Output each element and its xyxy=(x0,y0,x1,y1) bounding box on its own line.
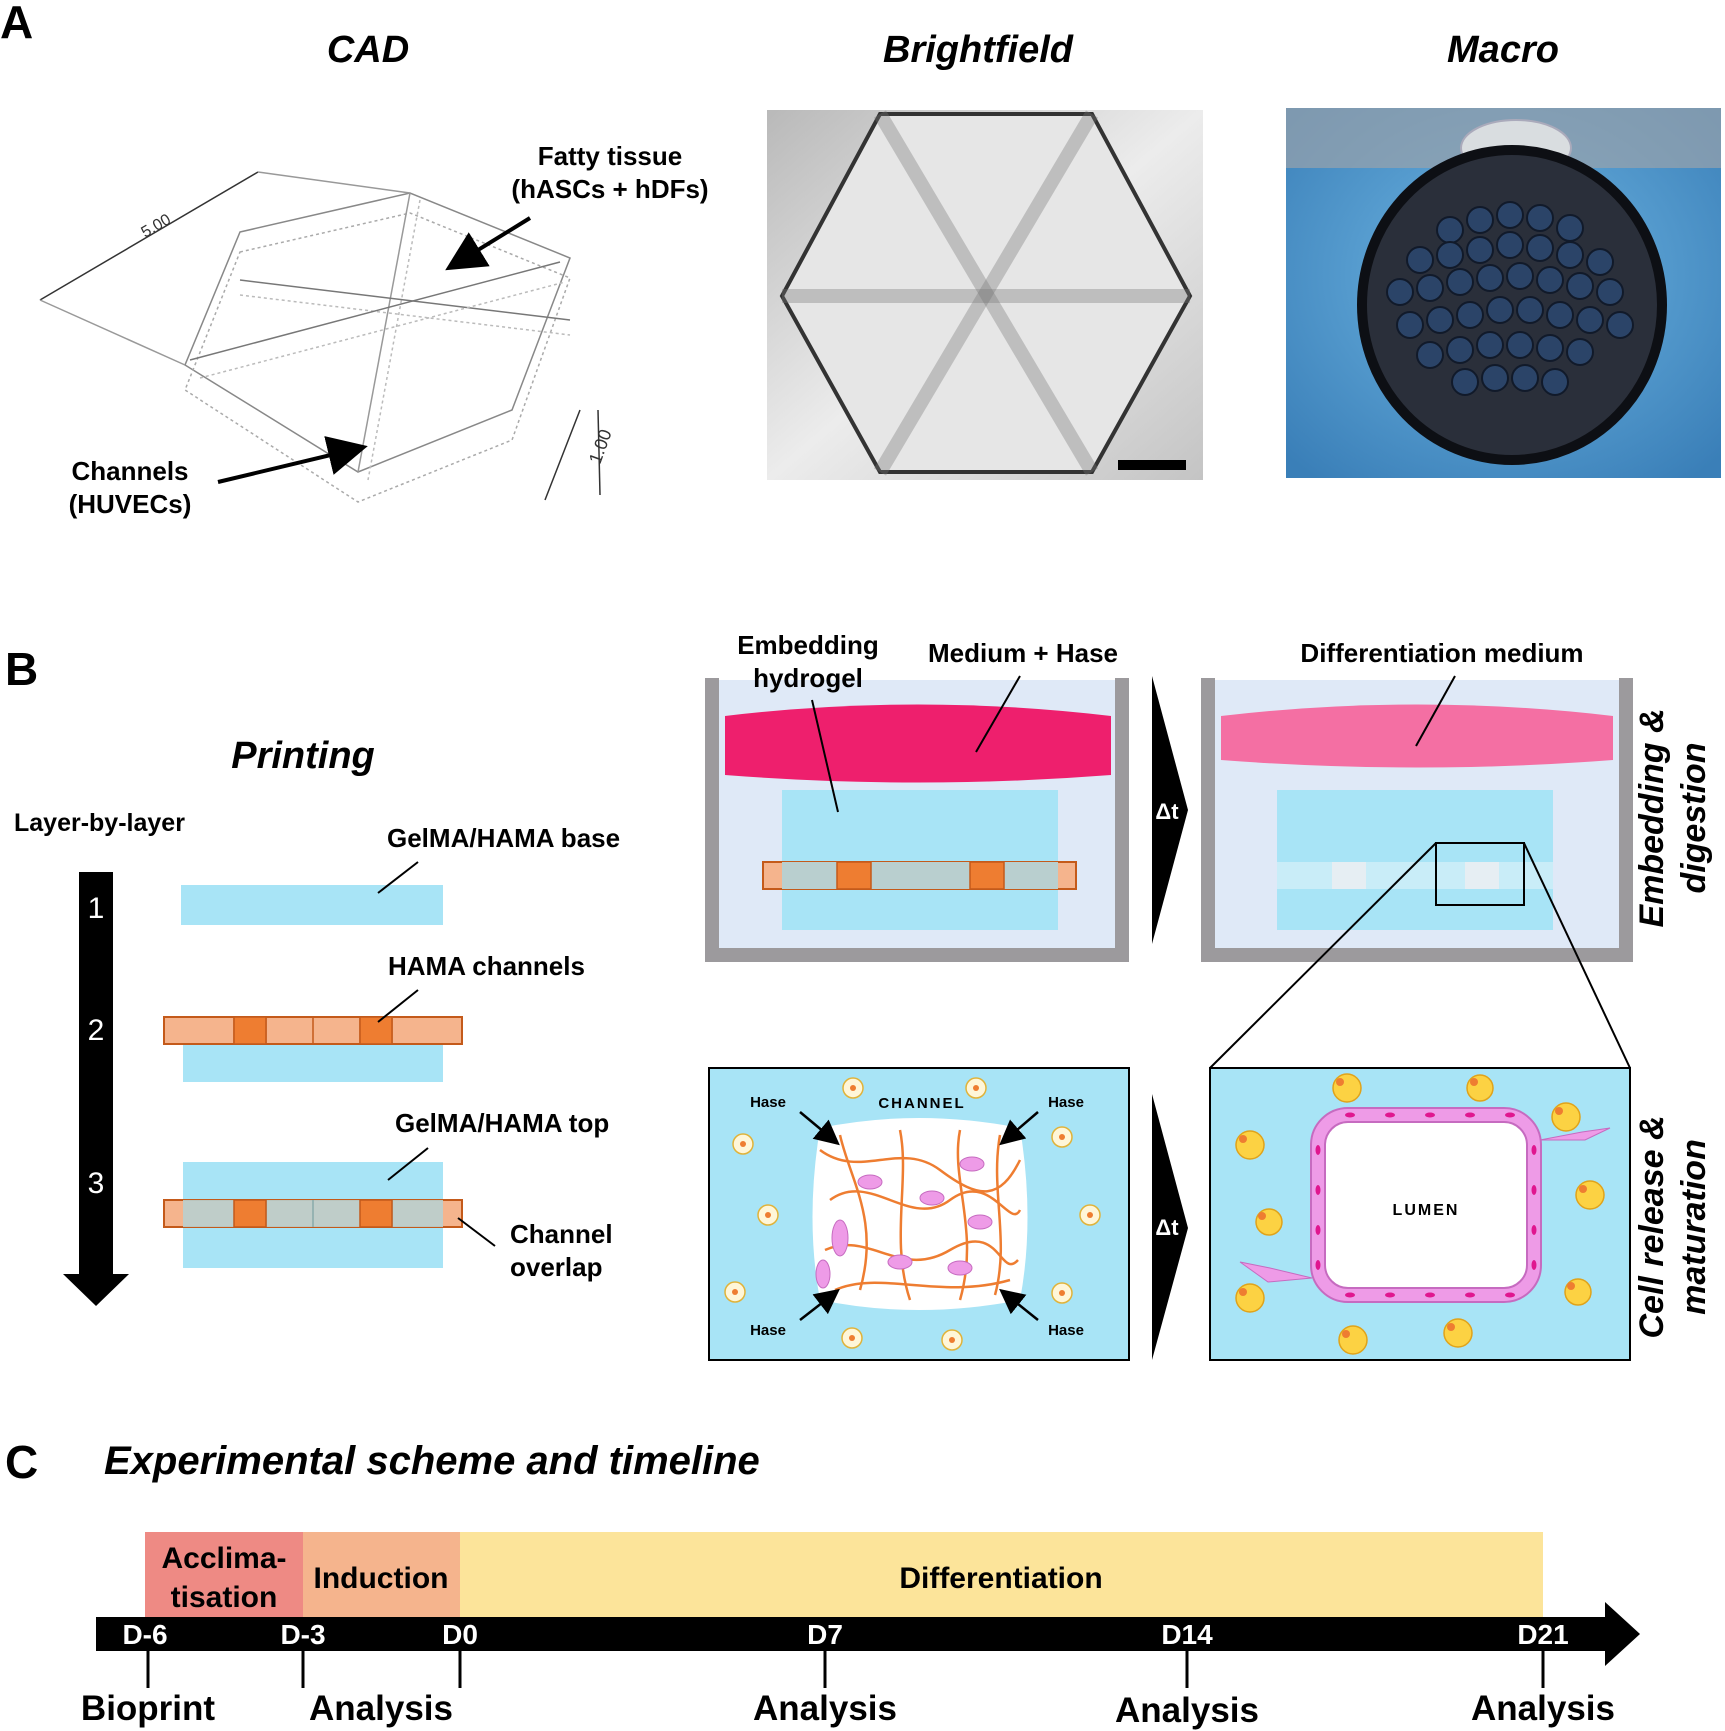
step-3: 3 xyxy=(88,1167,105,1200)
top-leader xyxy=(387,1147,429,1181)
event-analysis-d14: Analysis xyxy=(1115,1691,1259,1730)
event-ticks xyxy=(146,1651,1545,1688)
side-release-2: maturation xyxy=(1675,1139,1713,1315)
day-d21: D21 xyxy=(1517,1619,1568,1650)
phase-acclimatisation-2: tisation xyxy=(171,1581,278,1614)
delta-t-2: Δt xyxy=(1155,1215,1179,1240)
overlap-label-1: Channel xyxy=(510,1219,613,1249)
macro-photo xyxy=(1286,108,1721,478)
brightfield-title: Brightfield xyxy=(883,29,1074,71)
phase-differentiation xyxy=(460,1532,1543,1617)
hexagon-array xyxy=(1386,201,1634,396)
channels-label-2: (HUVECs) xyxy=(69,489,192,519)
zoom-line-right xyxy=(1523,842,1631,1069)
event-analysis-d0: Analysis xyxy=(309,1689,453,1728)
base-layer-2 xyxy=(183,1040,443,1082)
hase-br: Hase xyxy=(1048,1322,1084,1339)
layer-title: Layer-by-layer xyxy=(14,809,185,837)
container-embedding xyxy=(705,678,1129,962)
base-layer-1 xyxy=(181,885,443,925)
diff-medium-label: Differentiation medium xyxy=(1300,638,1583,668)
zoom-line-left xyxy=(1209,842,1437,1069)
phase-induction xyxy=(303,1532,460,1617)
medium-hase-label: Medium + Hase xyxy=(928,638,1118,668)
channels-arrow xyxy=(217,436,368,484)
phase-acclimatisation-1: Acclima- xyxy=(161,1542,286,1575)
event-analysis-d21: Analysis xyxy=(1471,1689,1615,1728)
overlap-label-2: overlap xyxy=(510,1252,603,1282)
base-label: GelMA/HAMA base xyxy=(387,823,620,853)
event-bioprint: Bioprint xyxy=(81,1689,215,1728)
diff-medium-leader xyxy=(1415,675,1456,747)
day-labels: D-6 D-3 D0 D7 D14 D21 xyxy=(122,1619,1568,1650)
embedding-label-2: hydrogel xyxy=(753,663,863,693)
overlap-node-1 xyxy=(233,1199,267,1228)
fatty-label-2: (hASCs + hDFs) xyxy=(511,174,708,204)
channel-word: CHANNEL xyxy=(878,1095,965,1112)
hase-tr: Hase xyxy=(1048,1094,1084,1111)
matrix-fibers xyxy=(819,1129,1022,1301)
panel-a-letter: A xyxy=(0,0,33,48)
panel-b-letter: B xyxy=(5,643,38,695)
delta-t-arrow-1 xyxy=(1152,676,1188,944)
lumen-box xyxy=(1209,1067,1631,1361)
printing-title: Printing xyxy=(231,735,375,777)
day-d7: D7 xyxy=(807,1619,843,1650)
overlap-leader xyxy=(457,1217,496,1247)
cad-dim-width: 5.00 xyxy=(139,211,175,241)
cad-drawing xyxy=(39,171,601,503)
channels-label-1: Channels xyxy=(71,456,188,486)
cad-dim-height: 1.00 xyxy=(585,427,616,467)
side-embedding-2: digestion xyxy=(1675,742,1713,893)
delta-t-1: Δt xyxy=(1155,799,1179,824)
phase-induction-label: Induction xyxy=(314,1562,449,1595)
hama-label: HAMA channels xyxy=(388,951,585,981)
panel-c-letter: C xyxy=(5,1436,38,1488)
container-differentiation xyxy=(1201,678,1633,962)
macro-title: Macro xyxy=(1447,29,1559,71)
step-1: 1 xyxy=(88,892,105,925)
timeline-arrowhead xyxy=(1605,1602,1640,1666)
layer-arrow xyxy=(63,872,129,1306)
side-embedding-1: Embedding & xyxy=(1633,708,1671,927)
top-label: GelMA/HAMA top xyxy=(395,1108,609,1138)
lumen-word: LUMEN xyxy=(1393,1202,1460,1219)
day-d0: D0 xyxy=(442,1619,478,1650)
hama-leader xyxy=(377,989,419,1023)
embedding-leader xyxy=(811,699,839,813)
channel-digestion-box xyxy=(708,1067,1130,1361)
event-analysis-d7: Analysis xyxy=(753,1689,897,1728)
hase-tl: Hase xyxy=(750,1094,786,1111)
side-release-1: Cell release & xyxy=(1633,1115,1671,1338)
medium-leader xyxy=(975,675,1021,753)
scale-bar xyxy=(1118,460,1186,470)
phase-acclimatisation xyxy=(145,1532,303,1617)
brightfield-image xyxy=(767,110,1203,480)
step-2: 2 xyxy=(88,1014,105,1047)
phase-differentiation-label: Differentiation xyxy=(899,1562,1102,1595)
fatty-label-1: Fatty tissue xyxy=(538,141,683,171)
hama-node-1 xyxy=(233,1016,267,1045)
day-d-6: D-6 xyxy=(122,1619,167,1650)
fatty-arrow xyxy=(445,216,532,271)
timeline-title: Experimental scheme and timeline xyxy=(104,1439,760,1483)
day-d-3: D-3 xyxy=(280,1619,325,1650)
timeline-bar xyxy=(96,1617,1611,1651)
day-d14: D14 xyxy=(1161,1619,1213,1650)
delta-t-arrow-2 xyxy=(1152,1094,1188,1360)
base-leader xyxy=(377,861,419,894)
overlap-node-2 xyxy=(359,1199,393,1228)
hase-bl: Hase xyxy=(750,1322,786,1339)
cad-title: CAD xyxy=(327,29,409,71)
hama-node-2 xyxy=(359,1016,393,1045)
embedding-label-1: Embedding xyxy=(737,630,879,660)
